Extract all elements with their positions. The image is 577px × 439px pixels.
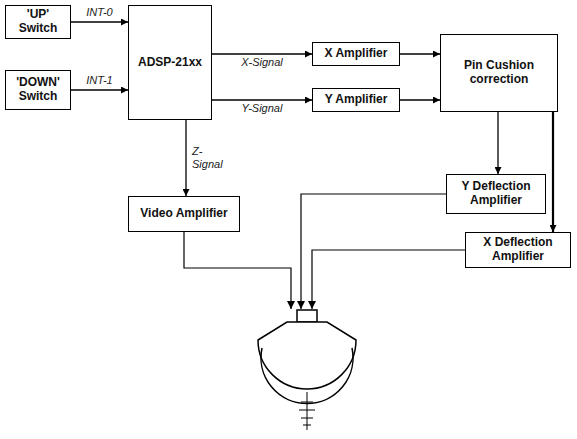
signal-arrow xyxy=(400,99,440,100)
crt-neck xyxy=(297,310,317,322)
signal-name: X-Signal xyxy=(240,56,284,69)
box-label: 'UP' Switch xyxy=(10,8,66,36)
switch-box: 'UP' Switch xyxy=(5,5,71,39)
signal-name: Y-Signal xyxy=(241,102,284,115)
amplifier-box: Y Deflection Amplifier xyxy=(446,174,546,214)
signal-arrow xyxy=(71,89,128,90)
signal-name: INT-0 xyxy=(85,6,114,19)
signal-name: INT-1 xyxy=(85,74,114,87)
signal-name: Z-Signal xyxy=(191,145,227,170)
amplifier-box: Y Amplifier xyxy=(312,88,400,112)
switch-box: 'DOWN' Switch xyxy=(5,70,71,110)
box-label: ADSP-21xx xyxy=(138,56,202,70)
signal-arrow xyxy=(71,21,128,22)
signal-arrow xyxy=(212,99,312,100)
screen-trace xyxy=(299,392,315,430)
box-label: 'DOWN' Switch xyxy=(10,76,66,104)
amplifier-box: Video Amplifier xyxy=(128,196,240,232)
box-label: X Amplifier xyxy=(325,47,388,61)
signal-arrow xyxy=(497,112,498,174)
signal-arrow xyxy=(212,53,312,54)
box-label: X Deflection Amplifier xyxy=(470,236,566,264)
tube-wire xyxy=(312,250,465,309)
signal-arrow xyxy=(552,112,554,232)
crt-tube xyxy=(258,310,356,430)
crt-bulb xyxy=(258,322,356,389)
box-label: Y Amplifier xyxy=(325,93,388,107)
signal-arrow xyxy=(400,53,440,54)
tube-wire xyxy=(184,232,291,309)
signal-arrow xyxy=(185,120,186,196)
tube-wire xyxy=(301,194,446,309)
box-label: Y Deflection Amplifier xyxy=(451,180,541,208)
box-label: Pin Cushion correction xyxy=(445,59,553,87)
amplifier-box: X Amplifier xyxy=(312,42,400,66)
correction-box: Pin Cushion correction xyxy=(440,34,558,112)
box-label: Video Amplifier xyxy=(140,207,227,221)
dsp-box: ADSP-21xx xyxy=(128,5,212,120)
amplifier-box: X Deflection Amplifier xyxy=(465,232,571,268)
